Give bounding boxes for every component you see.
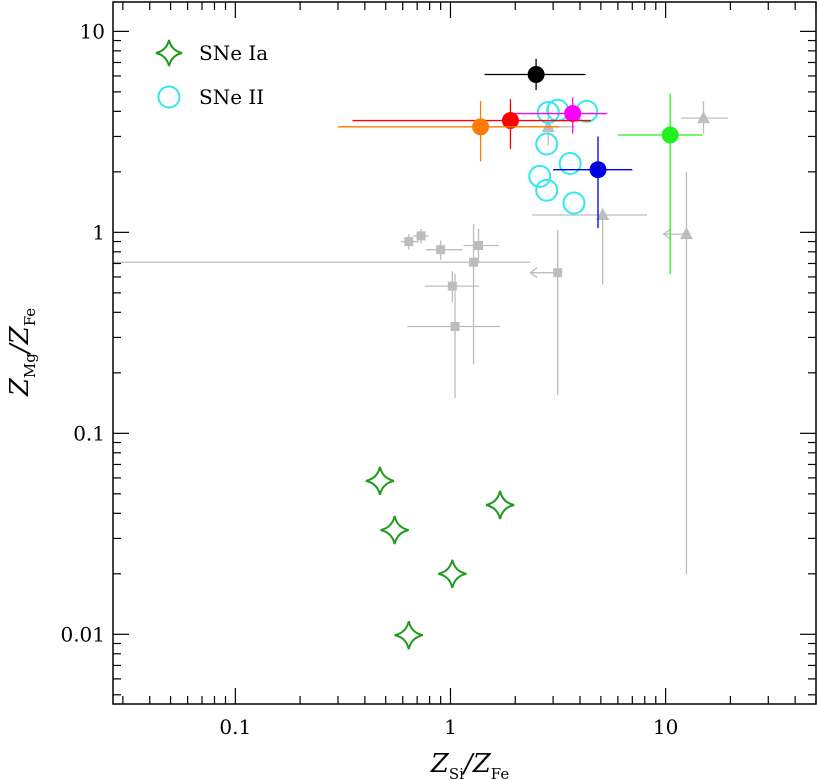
- y-tick-label: 0.01: [60, 622, 105, 646]
- data-point-square: [450, 322, 460, 332]
- y-tick-label: 0.1: [73, 421, 105, 445]
- data-point-square: [553, 268, 563, 278]
- data-point-open-circle: [528, 164, 552, 188]
- data-point-square: [404, 237, 414, 247]
- data-point-star: [380, 515, 409, 545]
- data-point-triangle: [541, 119, 555, 132]
- tick-labels: 0.1 1 10 0.01 0.1 1 10: [60, 19, 678, 739]
- x-axis-label: ZSi/ZFe: [430, 749, 510, 780]
- y-axis-label: ZMg/ZFe: [5, 308, 39, 397]
- x-tick-label: 0.1: [219, 715, 251, 739]
- legend-star-icon: [155, 39, 183, 67]
- data-point-triangle: [697, 111, 711, 124]
- data-point-triangle: [596, 207, 610, 220]
- data-point-star: [365, 466, 395, 496]
- data-point-filled-circle: [472, 118, 490, 136]
- legend-label-sne-ii: SNe II: [199, 85, 264, 109]
- data-point-triangle: [679, 227, 693, 240]
- data-point-open-circle: [562, 191, 586, 215]
- data-point-open-circle: [535, 178, 559, 202]
- plot-frame: [112, 1, 817, 705]
- data-point-open-circle: [535, 132, 559, 156]
- legend-item-sne-ii: SNe II: [157, 85, 264, 109]
- x-tick-label: 10: [653, 715, 678, 739]
- y-tick-label: 1: [92, 220, 105, 244]
- legend-circle-icon: [157, 85, 181, 109]
- legend-item-sne-ia: SNe Ia: [155, 39, 268, 67]
- data-point-star: [485, 490, 515, 520]
- y-tick-label: 10: [80, 19, 105, 43]
- data-point-square: [474, 241, 484, 251]
- data-point-square: [436, 245, 446, 255]
- x-tick-label: 1: [444, 715, 457, 739]
- data-point-star: [394, 620, 424, 650]
- data-point-filled-circle: [527, 66, 545, 84]
- legend-label-sne-ia: SNe Ia: [199, 41, 268, 65]
- data-point-star: [438, 559, 467, 589]
- legend: SNe Ia SNe II: [155, 39, 268, 109]
- data-point-filled-circle: [564, 105, 582, 123]
- upper-limit-arrow: [529, 267, 538, 279]
- data-point-filled-circle: [589, 161, 607, 179]
- upper-limit-arrow: [662, 228, 672, 240]
- data-point-open-circle: [536, 100, 560, 124]
- data-point-square: [447, 281, 457, 291]
- data-point-open-circle: [558, 152, 582, 176]
- data-point-filled-circle: [501, 112, 519, 130]
- data-point-filled-circle: [661, 126, 679, 144]
- data-point-square: [416, 231, 426, 241]
- chart-marks: [113, 58, 729, 650]
- data-point-square: [469, 257, 479, 267]
- axis-ticks: [113, 2, 817, 704]
